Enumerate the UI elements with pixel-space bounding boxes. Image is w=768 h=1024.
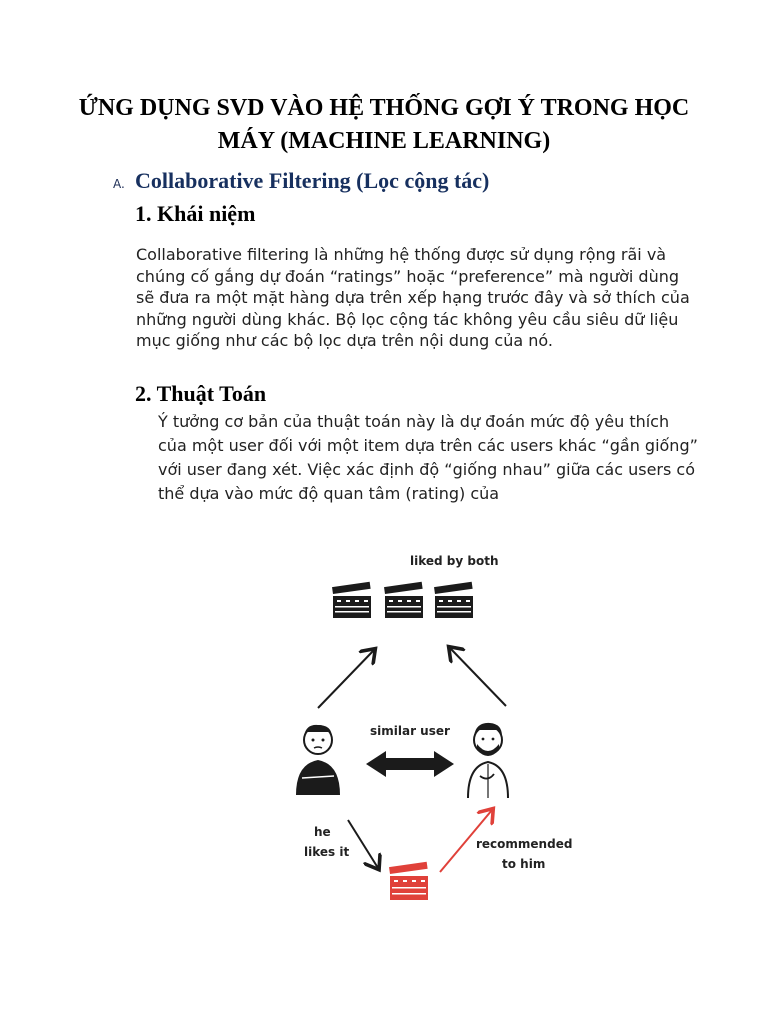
paragraph-algorithm: Ý tưởng cơ bản của thuật toán này là dự … <box>158 412 698 503</box>
subsection-heading-algorithm: 2. Thuật Toán <box>135 381 267 406</box>
arrow-up-right <box>450 648 507 707</box>
clapperboard-icon <box>332 581 371 618</box>
label-similar-user: similar user <box>370 724 450 738</box>
user-left-icon <box>296 724 340 795</box>
label-recommended-line1: recommended <box>476 837 572 851</box>
section-marker: A. <box>113 177 125 191</box>
arrow-recommend <box>439 810 492 873</box>
user-right-icon <box>467 722 509 799</box>
arrow-up-left <box>317 650 374 709</box>
label-liked-by-both: liked by both <box>410 554 499 568</box>
label-he-likes-line1: he <box>314 825 331 839</box>
subsection-heading-concept: 1. Khái niệm <box>135 201 256 226</box>
section-heading: Collaborative Filtering (Lọc cộng tác) <box>135 168 490 193</box>
label-he-likes-line2: likes it <box>304 845 349 859</box>
recommended-clapperboard-icon <box>389 861 428 900</box>
clapperboard-icon <box>434 581 473 618</box>
double-arrow-icon <box>366 751 454 777</box>
paragraph-concept: Collaborative filtering là những hệ thốn… <box>136 245 690 351</box>
collaborative-filtering-figure: liked by both similar user <box>270 538 654 910</box>
arrow-down-right <box>347 819 378 868</box>
clapperboard-icon <box>384 581 423 618</box>
document-title: ỨNG DỤNG SVD VÀO HỆ THỐNG GỢI Ý TRONG HỌ… <box>78 95 690 154</box>
label-recommended-line2: to him <box>502 857 545 871</box>
